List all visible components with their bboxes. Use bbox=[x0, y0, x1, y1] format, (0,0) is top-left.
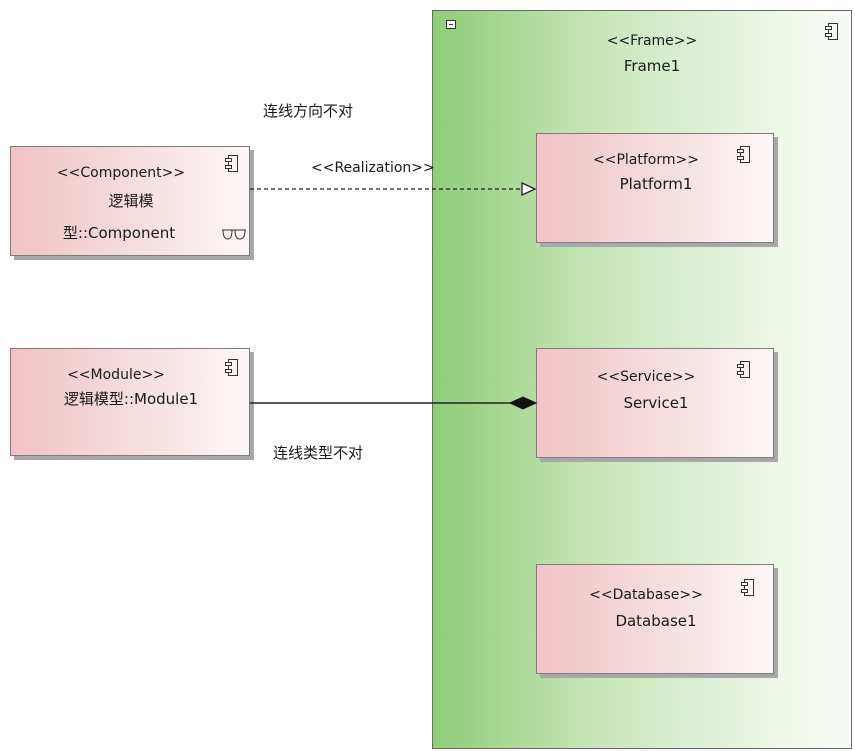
platform-name: Platform1 bbox=[619, 175, 693, 193]
service-stereotype: <<Service>> bbox=[596, 369, 696, 385]
glasses-icon bbox=[222, 229, 246, 240]
module-stereotype: <<Module>> bbox=[67, 367, 165, 383]
component-icon bbox=[225, 359, 239, 377]
service-name: Service1 bbox=[623, 394, 689, 412]
component-icon bbox=[825, 23, 839, 41]
component-name-line1: 逻辑模 bbox=[108, 192, 154, 210]
module-name: 逻辑模型::Module1 bbox=[63, 390, 199, 408]
database-name: Database1 bbox=[615, 612, 697, 630]
component-icon bbox=[737, 146, 751, 164]
realization-label: <<Realization>> bbox=[311, 160, 435, 176]
component-icon bbox=[737, 361, 751, 379]
component-node[interactable]: <<Component>> 逻辑模 型::Component bbox=[10, 146, 250, 256]
composition-diamond bbox=[508, 396, 538, 410]
collapse-icon[interactable] bbox=[446, 20, 456, 29]
note-type-wrong: 连线类型不对 bbox=[273, 444, 364, 462]
database-node[interactable]: <<Database>> Database1 bbox=[536, 564, 774, 674]
module-node[interactable]: <<Module>> 逻辑模型::Module1 bbox=[10, 348, 250, 456]
component-stereotype: <<Component>> bbox=[56, 165, 186, 181]
component-icon bbox=[225, 155, 239, 173]
realization-arrowhead bbox=[521, 181, 537, 197]
frame-name: Frame1 bbox=[623, 57, 681, 75]
platform-stereotype: <<Platform>> bbox=[593, 152, 699, 168]
realization-connector[interactable] bbox=[250, 181, 537, 197]
note-direction-wrong: 连线方向不对 bbox=[263, 102, 354, 120]
composition-connector[interactable] bbox=[250, 396, 538, 410]
component-icon bbox=[741, 579, 755, 597]
frame-stereotype: <<Frame>> bbox=[606, 33, 698, 49]
database-stereotype: <<Database>> bbox=[589, 587, 703, 603]
platform-node[interactable]: <<Platform>> Platform1 bbox=[536, 133, 774, 243]
component-name-line2: 型::Component bbox=[62, 224, 176, 242]
